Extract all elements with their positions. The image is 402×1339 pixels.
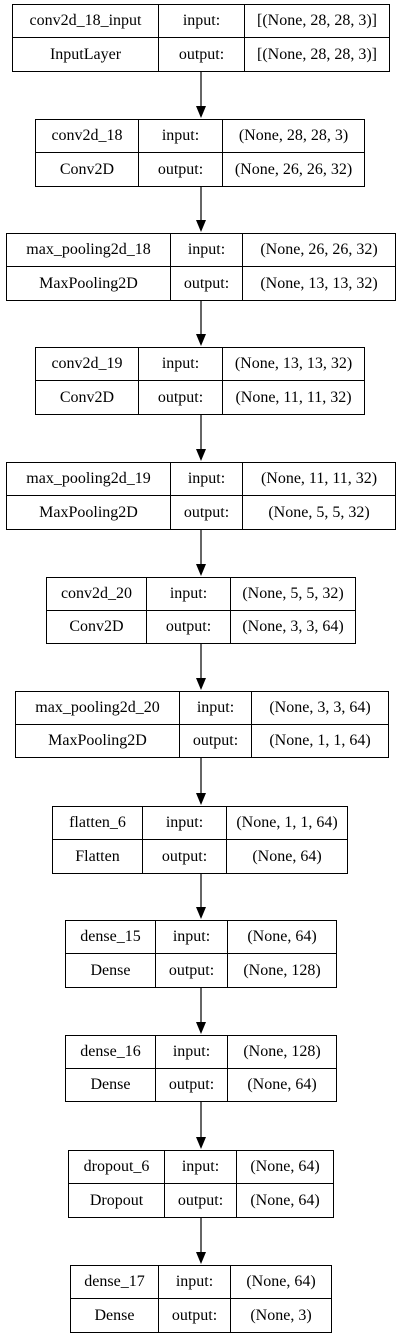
layer-type: Dense (66, 1068, 156, 1101)
output-label: output: (171, 267, 243, 300)
layer-name: conv2d_20 (47, 578, 147, 611)
layer-type: Conv2D (36, 381, 139, 414)
input-label: input: (159, 1266, 231, 1299)
input-shape: (None, 11, 11, 32) (243, 463, 395, 496)
input-label: input: (143, 807, 227, 840)
output-shape: (None, 5, 5, 32) (268, 503, 370, 521)
output-label: output: (147, 610, 231, 643)
input-shape: (None, 1, 1, 64) (227, 807, 347, 840)
edge-arrowhead (196, 1022, 206, 1034)
output-label: output: (139, 153, 223, 186)
layer-type: Flatten (53, 840, 143, 873)
layer-type: Conv2D (47, 610, 147, 643)
output-shape: (None, 3, 3, 64) (242, 617, 344, 635)
edge-arrowhead (196, 678, 206, 690)
edge-arrowhead (196, 449, 206, 461)
layer-type: MaxPooling2D (7, 496, 171, 529)
output-label: output: (159, 1299, 231, 1332)
input-label: input: (165, 1151, 237, 1184)
layer-name: conv2d_18 (36, 120, 139, 153)
layer-name: dense_17 (71, 1266, 159, 1299)
edge-arrowhead (196, 793, 206, 805)
input-shape: (None, 3, 3, 64) (252, 692, 388, 725)
edge-arrowhead (196, 1137, 206, 1149)
input-label: input: (171, 234, 243, 267)
input-label: input: (156, 1036, 228, 1069)
input-shape: (None, 64) (231, 1266, 331, 1299)
output-label: output: (139, 381, 223, 414)
input-label: input: (147, 578, 231, 611)
layer-name: dense_15 (66, 921, 156, 954)
input-label: input: (171, 463, 243, 496)
output-label: output: (156, 1068, 228, 1101)
layer-type: Dropout (69, 1184, 165, 1217)
layer-type: InputLayer (13, 38, 159, 71)
edge-arrowhead (196, 106, 206, 118)
output-shape: (None, 64) (250, 1191, 320, 1209)
input-shape: (None, 64) (237, 1151, 333, 1184)
output-label: output: (180, 724, 252, 757)
layer-type: Dense (66, 954, 156, 987)
layer-name: conv2d_19 (36, 348, 139, 381)
output-shape: (None, 11, 11, 32) (235, 388, 352, 406)
output-label: output: (159, 38, 245, 71)
output-label: output: (165, 1184, 237, 1217)
edge-arrowhead (196, 334, 206, 346)
output-shape: (None, 3) (250, 1306, 312, 1324)
layer-name: max_pooling2d_20 (16, 692, 180, 725)
input-label: input: (180, 692, 252, 725)
output-shape: (None, 64) (252, 847, 322, 865)
input-shape: (None, 28, 28, 3) (223, 120, 364, 153)
output-shape: (None, 13, 13, 32) (260, 274, 378, 292)
layer-type: Dense (71, 1299, 159, 1332)
output-shape: (None, 26, 26, 32) (234, 160, 353, 178)
output-label: output: (171, 496, 243, 529)
layer-name: conv2d_18_input (13, 5, 159, 38)
output-shape: (None, 64) (247, 1075, 317, 1093)
layer-name: dense_16 (66, 1036, 156, 1069)
output-label: output: (156, 954, 228, 987)
input-shape: (None, 5, 5, 32) (231, 578, 355, 611)
output-label: output: (143, 840, 227, 873)
input-shape: (None, 26, 26, 32) (243, 234, 395, 267)
input-shape: [(None, 28, 28, 3)] (245, 5, 389, 38)
input-shape: (None, 13, 13, 32) (223, 348, 364, 381)
layer-type: Conv2D (36, 153, 139, 186)
input-shape: (None, 64) (228, 921, 336, 954)
layer-name: max_pooling2d_19 (7, 463, 171, 496)
output-shape: (None, 1, 1, 64) (269, 731, 371, 749)
input-shape: (None, 128) (228, 1036, 336, 1069)
input-label: input: (139, 120, 223, 153)
output-shape: (None, 128) (243, 961, 321, 979)
layer-name: flatten_6 (53, 807, 143, 840)
layer-name: max_pooling2d_18 (7, 234, 171, 267)
layer-name: dropout_6 (69, 1151, 165, 1184)
layer-type: MaxPooling2D (7, 267, 171, 300)
output-shape: [(None, 28, 28, 3)] (257, 45, 377, 63)
edge-arrowhead (196, 907, 206, 919)
layer-type: MaxPooling2D (16, 724, 180, 757)
input-label: input: (139, 348, 223, 381)
edge-arrowhead (196, 220, 206, 232)
edge-arrowhead (196, 564, 206, 576)
input-label: input: (156, 921, 228, 954)
input-label: input: (159, 5, 245, 38)
edge-arrowhead (196, 1252, 206, 1264)
